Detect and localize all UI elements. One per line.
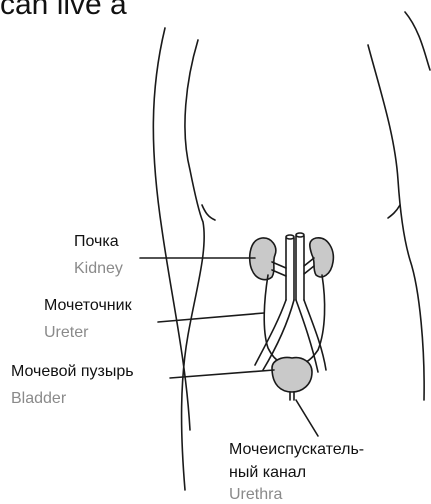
left-body-outline (182, 40, 205, 490)
bladder (272, 357, 312, 392)
ureter-label-ru: Мочеточник (44, 296, 132, 315)
bladder-leader (170, 370, 274, 378)
urethra (290, 392, 294, 400)
aorta (286, 238, 294, 300)
urethra-label-en: Urethra (229, 485, 282, 504)
right-arm-outline (405, 12, 430, 70)
right-body-outline (368, 45, 424, 400)
bladder-label-ru: Мочевой пузырь (11, 362, 134, 381)
left-waist-mark (202, 205, 215, 220)
ureter-leader (158, 313, 264, 322)
urethra-label-ru-line1: Мочеиспускатель- (229, 440, 364, 459)
bladder-label-en: Bladder (11, 389, 66, 408)
urethra-leader (296, 400, 318, 436)
left-arm-outline (153, 28, 190, 430)
urethra-label-ru-line2: ный канал (229, 463, 306, 482)
kidney-label-ru: Почка (74, 232, 119, 251)
renal-vessels (272, 258, 314, 276)
vena-cava-top (296, 233, 304, 237)
right-kidney (310, 238, 334, 277)
ureter-label-en: Ureter (44, 323, 88, 342)
vena-cava (296, 236, 304, 300)
aorta-top (286, 235, 294, 239)
kidney-label-en: Kidney (74, 259, 123, 278)
right-waist-mark (388, 205, 400, 218)
